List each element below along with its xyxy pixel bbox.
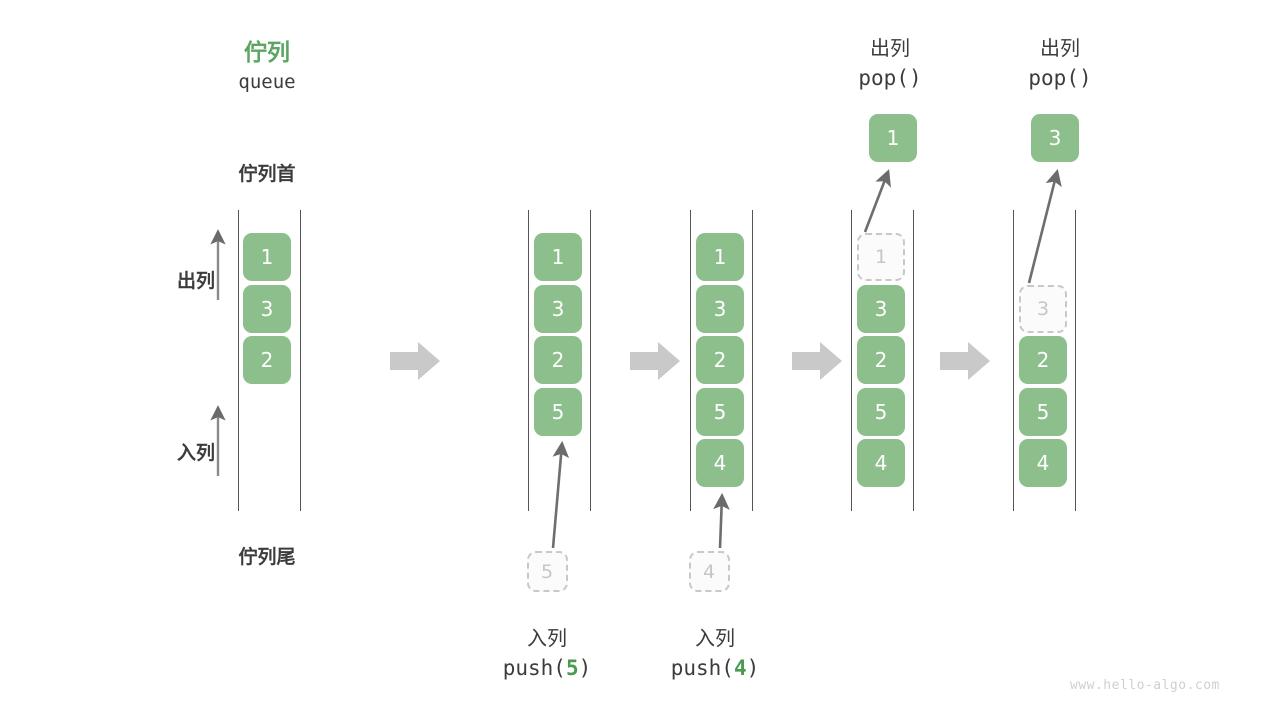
- queue-cell-removed: 3: [1019, 284, 1067, 333]
- queue-cell: 3: [534, 284, 582, 333]
- queue-cell: 3: [696, 284, 744, 333]
- enqueue-direction-label: 入列: [176, 442, 215, 464]
- queue-cell-popped: 3: [1031, 114, 1079, 162]
- queue-cell: 2: [1019, 336, 1067, 384]
- dequeue-direction-label: 出列: [176, 270, 215, 292]
- queue-cell: 4: [1019, 439, 1067, 487]
- queue-rail-left: [690, 210, 691, 511]
- stage-transition-arrow-icon: [940, 340, 992, 386]
- push-4-code-value: 4: [733, 656, 747, 680]
- queue-rail-right: [590, 210, 591, 511]
- queue-cell: 5: [696, 387, 744, 436]
- queue-rail-right: [752, 210, 753, 511]
- queue-cell-removed: 1: [857, 233, 905, 281]
- push-5-code-prefix: push(: [502, 656, 566, 680]
- queue-cell: 2: [243, 336, 291, 384]
- queue-cell: 3: [857, 284, 905, 333]
- queue-rail-right: [1075, 210, 1076, 511]
- pop-2-arrow-icon: [1027, 168, 1062, 284]
- push-4-arrow-icon: [713, 492, 730, 549]
- queue-cell-incoming: 5: [526, 551, 568, 592]
- push-5-label-zh: 入列: [527, 626, 567, 650]
- queue-cell: 5: [1019, 387, 1067, 436]
- watermark: www.hello-algo.com: [1070, 678, 1220, 693]
- queue-cell: 2: [857, 336, 905, 384]
- diagram-title-zh: 佇列: [244, 40, 290, 66]
- push-4-code-suffix: ): [746, 656, 760, 680]
- queue-cell: 4: [857, 439, 905, 487]
- queue-head-label: 佇列首: [238, 163, 296, 185]
- queue-rail-right: [300, 210, 301, 511]
- push-4-code-prefix: push(: [670, 656, 734, 680]
- queue-cell: 1: [696, 233, 744, 281]
- pop-1-label-code: pop(): [858, 66, 922, 90]
- queue-cell: 1: [534, 233, 582, 281]
- pop-1-arrow-icon: [863, 169, 891, 233]
- push-5-label-code: push(5): [482, 656, 612, 680]
- stage-transition-arrow-icon: [792, 340, 844, 386]
- queue-cell: 5: [857, 387, 905, 436]
- queue-rail-left: [1013, 210, 1014, 511]
- queue-cell: 1: [243, 233, 291, 281]
- push-4-label-zh: 入列: [695, 626, 735, 650]
- queue-cell: 4: [696, 439, 744, 487]
- queue-rail-left: [528, 210, 529, 511]
- queue-rail-left: [238, 210, 239, 511]
- queue-cell-incoming: 4: [688, 551, 730, 592]
- push-4-label-code: push(4): [650, 656, 780, 680]
- queue-rail-right: [913, 210, 914, 511]
- stage-transition-arrow-icon: [630, 340, 682, 386]
- pop-2-label-code: pop(): [1028, 66, 1092, 90]
- stage-transition-arrow-icon: [390, 340, 442, 386]
- pop-1-label-zh: 出列: [870, 36, 910, 60]
- pop-2-label-zh: 出列: [1040, 36, 1080, 60]
- diagram-title-code: queue: [238, 71, 296, 93]
- queue-tail-label: 佇列尾: [238, 546, 296, 568]
- queue-cell: 2: [696, 336, 744, 384]
- queue-cell: 3: [243, 284, 291, 333]
- queue-cell: 2: [534, 336, 582, 384]
- queue-rail-left: [851, 210, 852, 511]
- queue-cell-popped: 1: [869, 114, 917, 162]
- push-5-code-suffix: ): [578, 656, 592, 680]
- queue-cell: 5: [534, 387, 582, 436]
- push-5-arrow-icon: [551, 440, 570, 549]
- push-5-code-value: 5: [565, 656, 579, 680]
